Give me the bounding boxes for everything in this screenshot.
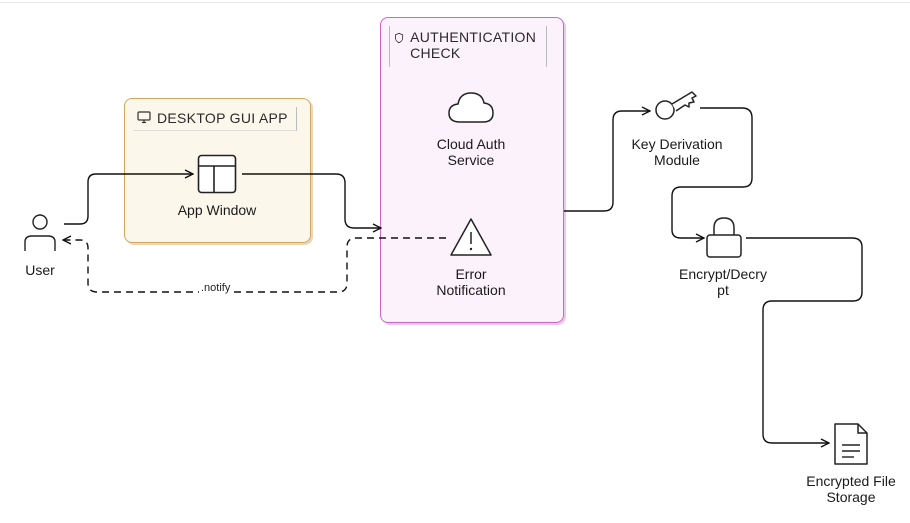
edge-app-to-auth <box>242 173 381 228</box>
node-cloud-auth-service[interactable]: Cloud Auth Service <box>421 136 521 168</box>
node-label: Encrypt/Decry pt <box>679 266 767 298</box>
group-label-desktop: DESKTOP GUI APP <box>133 107 297 131</box>
edge-error-notify-user <box>63 238 446 293</box>
node-label: Key Derivation Module <box>631 136 723 168</box>
group-label-text: AUTHENTICATION CHECK <box>410 29 537 61</box>
edge-key-to-encrypt <box>671 107 753 238</box>
node-key-derivation-module[interactable]: Key Derivation Module <box>622 136 732 168</box>
group-label-auth: AUTHENTICATION CHECK <box>389 26 547 67</box>
edge-user-to-app <box>64 174 193 225</box>
node-label: App Window <box>177 202 257 218</box>
group-label-text: DESKTOP GUI APP <box>157 110 288 126</box>
key-icon <box>655 91 697 120</box>
cloud-icon <box>448 92 494 123</box>
monitor-icon <box>137 111 151 124</box>
node-label: Encrypted File Storage <box>806 473 896 505</box>
edge-encrypt-to-storage <box>746 237 863 443</box>
node-label: Error Notification <box>436 266 506 298</box>
warning-icon <box>450 218 492 256</box>
top-divider <box>0 2 910 3</box>
node-label: Cloud Auth Service <box>436 136 506 168</box>
edge-auth-to-key <box>564 111 650 212</box>
edge-label-notify: .notify <box>199 282 233 294</box>
node-user[interactable]: User <box>10 262 70 278</box>
node-encrypted-file-storage[interactable]: Encrypted File Storage <box>796 473 906 505</box>
node-app-window[interactable]: App Window <box>162 202 272 218</box>
node-label: User <box>25 262 55 278</box>
node-error-notification[interactable]: Error Notification <box>421 266 521 298</box>
group-authentication-check[interactable]: AUTHENTICATION CHECK <box>380 17 564 323</box>
window-layout-icon <box>197 154 237 194</box>
user-icon <box>24 214 56 251</box>
lock-icon <box>706 217 742 258</box>
file-icon <box>834 423 868 465</box>
shield-icon <box>395 32 404 44</box>
node-encrypt-decrypt[interactable]: Encrypt/Decry pt <box>668 266 778 298</box>
